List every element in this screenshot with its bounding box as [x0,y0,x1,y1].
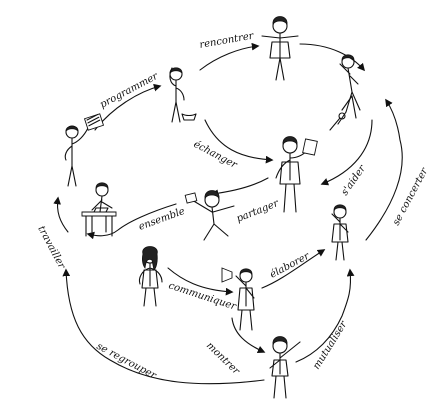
figure-communiquer [138,246,163,307]
label-mutualiser: mutualiser [311,318,350,371]
arrow-se-regrouper [62,268,265,385]
label-aider: s'aider [339,162,368,197]
arrow-mutualiser [295,268,355,363]
figure-rencontrer [261,16,299,81]
arrow-partager [210,177,269,198]
label-se-regrouper: se regrouper [95,341,159,382]
figure-elaborer [221,267,255,331]
figure-aider [329,54,361,131]
label-echanger: échanger [192,139,240,172]
label-communiquer: communiquer [167,280,238,313]
arrow-echanger [204,119,274,164]
label-elaborer: élaborer [268,250,312,280]
arrow-rencontrer [199,42,260,71]
figure-partager [275,136,318,213]
label-partager: partager [235,198,281,225]
figure-programmer [64,113,105,187]
arrow-ensemble [86,203,177,240]
label-travailler: travailler [35,224,67,271]
figure-travailler [81,182,117,237]
figure-montrer [269,336,301,399]
label-montrer: montrer [204,340,242,378]
arrow-communiquer [167,267,234,296]
figure-walker [169,67,197,123]
arrow-loop-top [299,43,366,72]
arrow-travailler-up [53,196,69,233]
arrow-aider [320,119,373,186]
label-ensemble: ensemble [137,206,186,233]
arrows [53,42,403,385]
figure-se-concerter [331,204,349,261]
label-programmer: programmer [98,70,161,110]
figure-ensemble [184,190,235,241]
arrow-montrer [231,317,266,354]
arrow-se-concerter [365,98,403,241]
label-se-concerter: se concerter [391,165,431,227]
arrow-elaborer [261,249,326,289]
